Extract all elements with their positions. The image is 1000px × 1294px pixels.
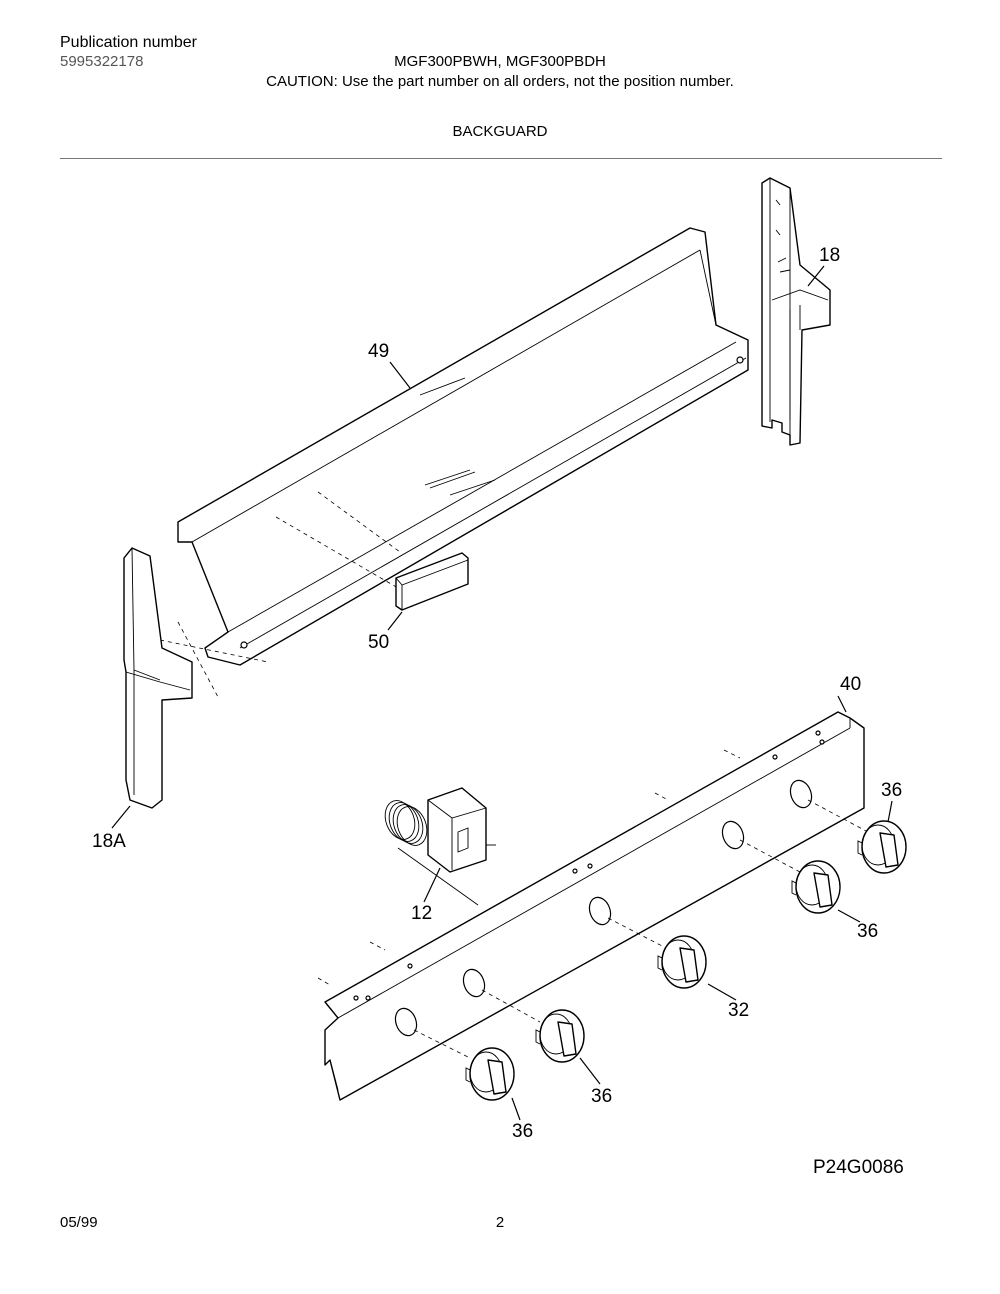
part-12-thermostat	[384, 787, 496, 906]
part-32-knob	[657, 935, 707, 989]
publication-label: Publication number	[60, 34, 197, 51]
part-36-knob-b	[791, 860, 841, 914]
callout-36-d: 36	[512, 1121, 533, 1142]
callout-12: 12	[411, 903, 432, 924]
callout-36-c: 36	[591, 1086, 612, 1107]
callout-32: 32	[728, 1000, 749, 1021]
part-36-knob-a	[857, 820, 907, 874]
model-numbers: MGF300PBWH, MGF300PBDH	[394, 53, 606, 70]
part-49-backguard-panel	[177, 227, 749, 666]
part-36-knob-d	[465, 1047, 515, 1101]
part-18a-end-cap-left	[123, 547, 193, 809]
diagram-code: P24G0086	[813, 1157, 904, 1178]
caution-note: CAUTION: Use the part number on all orde…	[266, 73, 734, 90]
callout-18: 18	[819, 245, 840, 266]
part-50-clip	[395, 552, 469, 611]
part-36-knob-c	[535, 1009, 585, 1063]
callout-18a: 18A	[92, 831, 126, 852]
callout-36-a: 36	[881, 780, 902, 801]
footer-page-number: 2	[495, 1214, 505, 1231]
part-40-control-panel	[324, 711, 865, 1101]
footer-date: 05/99	[60, 1214, 98, 1231]
header-divider	[60, 158, 942, 159]
callout-50: 50	[368, 632, 389, 653]
callout-36-b: 36	[857, 921, 878, 942]
section-title: BACKGUARD	[452, 123, 548, 140]
callout-49: 49	[368, 341, 389, 362]
part-18-end-cap-right	[761, 177, 831, 446]
publication-number: 5995322178	[60, 53, 144, 70]
callout-40: 40	[840, 674, 861, 695]
